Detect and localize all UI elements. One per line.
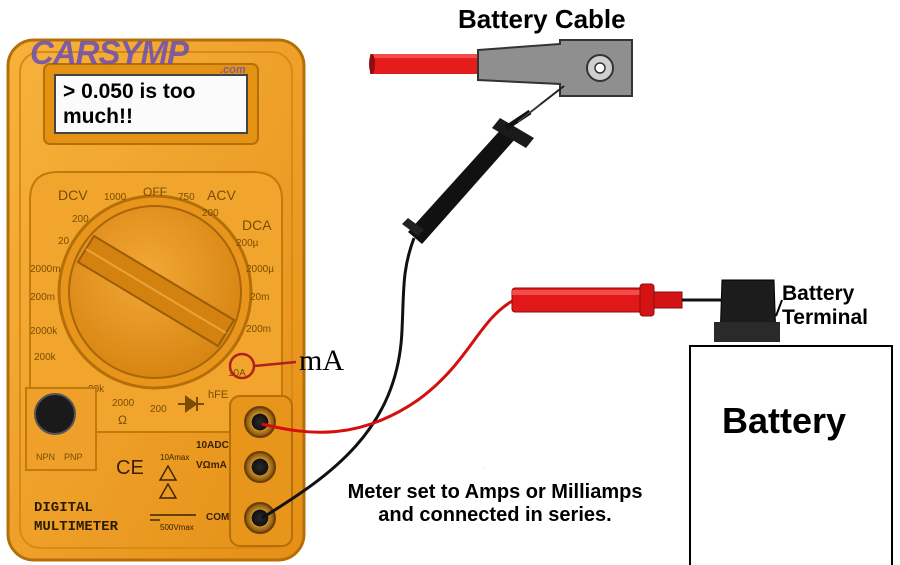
- instruction-caption: Meter set to Amps or Milliamps and conne…: [347, 481, 643, 526]
- dial-acv-750: 750: [178, 192, 195, 203]
- jack-com-label: COM: [206, 512, 229, 523]
- dial-dcv-1000: 1000: [104, 192, 127, 203]
- red-probe: [511, 283, 722, 317]
- dial-label-dca: DCA: [242, 217, 272, 233]
- dial-dca-2000u: 2000µ: [246, 264, 274, 275]
- multimeter-inner-frame: [19, 51, 293, 549]
- dial-ohm-symbol: Ω: [118, 413, 127, 427]
- black-lead-wire: [261, 237, 416, 520]
- dial-dcv-200: 200: [72, 214, 89, 225]
- dial-dcv-20: 20: [58, 236, 70, 247]
- cable-red-insulation: [370, 54, 480, 74]
- brand-logo: CARSYMP: [30, 34, 189, 71]
- jack-10a-label: 10ADC: [196, 440, 229, 451]
- npn-label: NPN: [36, 452, 55, 462]
- battery-cable-title: Battery Cable: [458, 4, 626, 34]
- jack-vohm-ma[interactable]: [244, 451, 276, 483]
- battery-cable: [369, 39, 633, 97]
- cable-ring-terminal: [477, 39, 633, 97]
- dial-dca-200m: 200m: [246, 324, 271, 335]
- battery-terminal-label: Battery Terminal: [782, 282, 868, 329]
- warning-icon: [158, 464, 178, 499]
- dial-dca-200u: 200µ: [236, 238, 259, 249]
- dial-label-dcv: DCV: [58, 187, 88, 203]
- dial-dcv-200m: 200m: [30, 292, 55, 303]
- device-name: DIGITAL MULTIMETER: [34, 500, 119, 535]
- ma-callout-label: mA: [299, 344, 344, 377]
- dial-res-200k: 200k: [34, 352, 57, 363]
- dial-res-2000: 2000: [112, 398, 135, 409]
- black-probe: [402, 85, 565, 244]
- dial-res-200: 200: [150, 404, 167, 415]
- lcd-display: > 0.050 is too much!!: [54, 74, 248, 134]
- jack-com[interactable]: [244, 502, 276, 534]
- jack-10a[interactable]: [244, 406, 276, 438]
- ce-mark: CE: [116, 457, 144, 479]
- battery-label: Battery: [722, 400, 847, 441]
- diode-icon: [178, 395, 204, 413]
- dial-dca-20m: 20m: [250, 292, 269, 303]
- dial-label-off: OFF: [143, 185, 167, 199]
- battery: [689, 279, 893, 565]
- dial-dcv-2000m: 2000m: [30, 264, 61, 275]
- dial-acv-200: 200: [202, 208, 219, 219]
- dial-res-2000k: 2000k: [30, 326, 58, 337]
- svg-text:·: ·: [483, 466, 485, 472]
- brand-logo-suffix: .com: [220, 64, 246, 76]
- red-lead-wire: [261, 298, 515, 434]
- dial-10a: 10A: [228, 368, 246, 379]
- dial-label-acv: ACV: [207, 187, 236, 203]
- battery-case: [689, 345, 893, 565]
- jack-vohm-label: VΩmA: [196, 460, 227, 471]
- rating-10a: 10Amax: [160, 453, 189, 462]
- pnp-label: PNP: [64, 452, 83, 462]
- ma-callout-line: [253, 360, 297, 368]
- power-button[interactable]: [34, 393, 76, 435]
- dial-hfe: hFE: [208, 389, 228, 401]
- rating-500v: 500Vmax: [160, 523, 194, 532]
